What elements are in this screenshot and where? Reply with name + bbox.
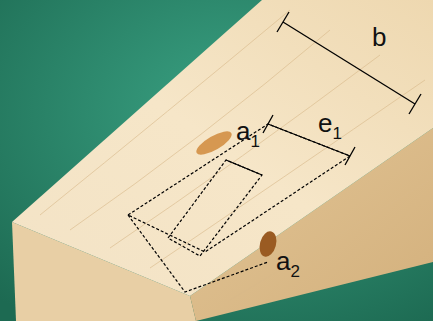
dimension-lines — [226, 12, 421, 175]
dimension-label: b — [372, 24, 386, 50]
top-face — [12, 0, 433, 296]
knot — [193, 127, 235, 159]
dimension-label: e1 — [318, 110, 342, 136]
dimension-label: a2 — [276, 248, 300, 274]
dimension-label: a1 — [236, 118, 260, 144]
dashed-outlines — [128, 124, 350, 292]
knot — [257, 229, 279, 258]
wood-grain — [40, 10, 430, 300]
